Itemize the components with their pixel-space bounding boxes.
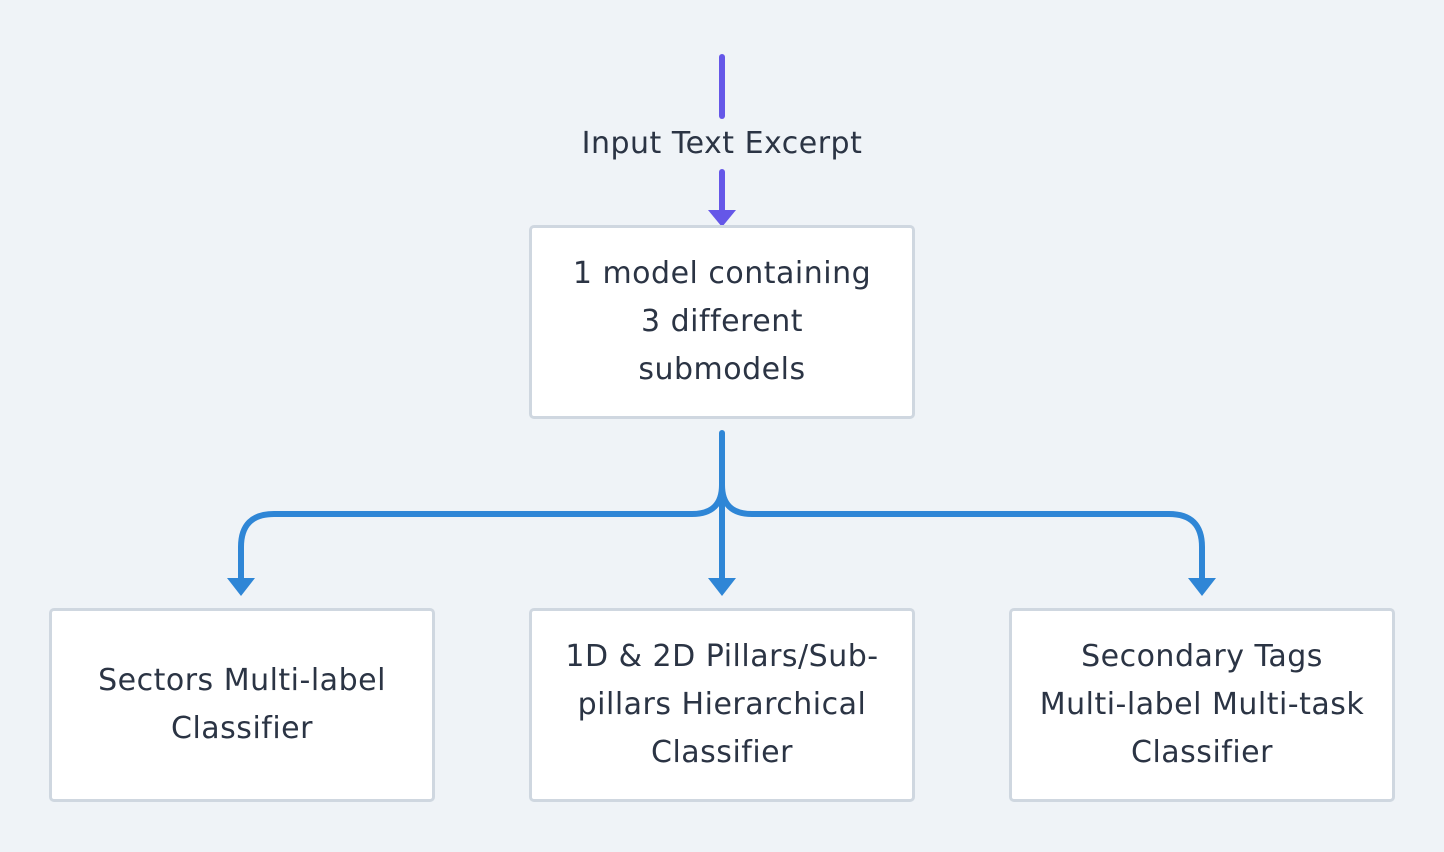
main-model-line-2: 3 different [641,304,803,339]
secondary-tags-classifier-line-3: Classifier [1131,735,1273,770]
right-branch-line [719,482,1205,583]
left-branch-line [238,482,725,583]
pillars-classifier-box: 1D & 2D Pillars/Sub- pillars Hierarchica… [529,608,915,802]
pillars-classifier-line-2: pillars Hierarchical [577,687,867,722]
pillars-classifier-line-3: Classifier [651,735,793,770]
left-branch-arrow-head [227,578,255,596]
input-arrow-head [708,210,736,227]
secondary-tags-classifier-box: Secondary Tags Multi-label Multi-task Cl… [1009,608,1395,802]
sectors-classifier-line-1: Sectors Multi-label [98,663,386,698]
branch-connectors [238,430,1205,583]
sectors-classifier-line-2: Classifier [171,711,313,746]
sectors-classifier-box: Sectors Multi-label Classifier [49,608,435,802]
pillars-classifier-line-1: 1D & 2D Pillars/Sub- [565,639,879,674]
main-model-line-1: 1 model containing [572,256,872,291]
right-branch-arrow-head [1188,578,1216,596]
input-text-label: Input Text Excerpt [581,126,863,161]
center-branch-arrow-head [708,578,736,596]
main-model-box: 1 model containing 3 different submodels [529,225,915,419]
secondary-tags-classifier-line-1: Secondary Tags [1081,639,1323,674]
secondary-tags-classifier-line-2: Multi-label Multi-task [1039,687,1365,722]
main-model-line-3: submodels [638,352,806,387]
